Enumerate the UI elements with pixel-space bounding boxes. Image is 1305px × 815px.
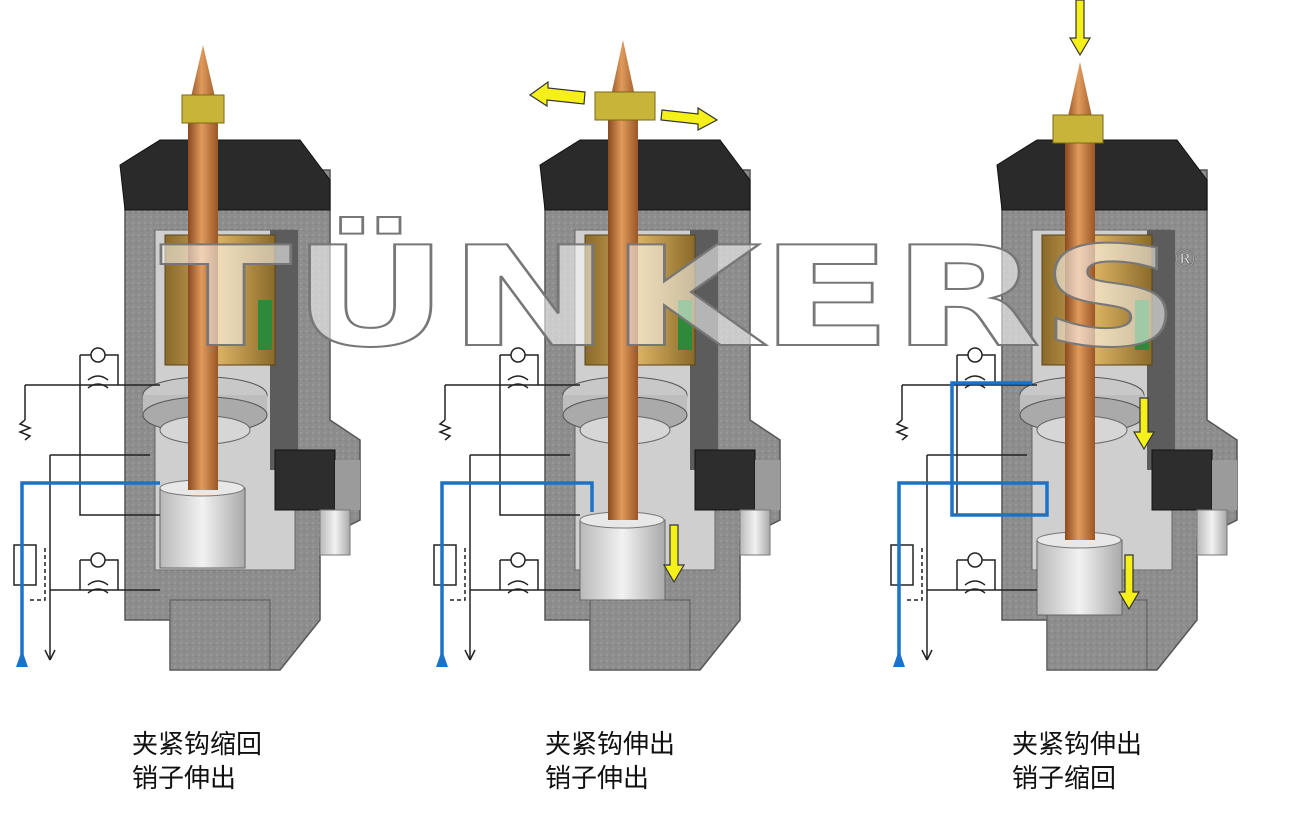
panel-2 [433,40,781,671]
pressure-line [440,481,594,665]
clamp-hook-shaft [1052,62,1104,540]
clamp-hook-shaft [594,40,656,520]
panel-1-caption-line2: 销子伸出 [132,764,237,794]
hook-spread-left-arrow [528,80,586,108]
pressure-line [20,481,160,665]
lower-piston-down-arrow [1117,554,1141,611]
panel-2-caption-line1: 夹紧钩伸出 [545,730,676,760]
pressure-supply-arrow [436,650,448,667]
hook-spread-right-arrow [660,106,719,131]
piston-down-arrow [662,524,686,584]
pressure-supply-arrow [893,650,905,667]
upper-piston-down-arrow [1132,397,1156,451]
clamp-hook-shaft [181,45,225,490]
pin-piston [1036,531,1123,616]
panel-2-caption: 夹紧钩伸出 销子伸出 [545,728,675,796]
pressure-supply-arrow [16,650,28,667]
panel-1 [13,45,361,671]
pin-down-arrow [1068,0,1092,57]
watermark-registered-mark: ® [1172,245,1198,275]
panel-3-caption-line1: 夹紧钩伸出 [1012,730,1143,760]
pin-piston [159,479,246,569]
hydraulic-circuit [13,347,160,661]
pin-piston [579,511,666,601]
tunkers-watermark: TÜNKERS ® [159,216,1199,379]
panel-1-caption-line1: 夹紧钩缩回 [132,730,263,760]
hydraulic-circuit [433,347,580,661]
pressure-line [897,381,1049,665]
watermark-brand: TÜNKERS [160,217,1180,378]
panel-3 [890,0,1238,671]
panel-1-caption: 夹紧钩缩回 销子伸出 [132,728,262,796]
panel-3-caption: 夹紧钩伸出 销子缩回 [1012,728,1142,796]
panel-2-caption-line2: 销子伸出 [545,764,650,794]
panel-3-caption-line2: 销子缩回 [1012,764,1117,794]
